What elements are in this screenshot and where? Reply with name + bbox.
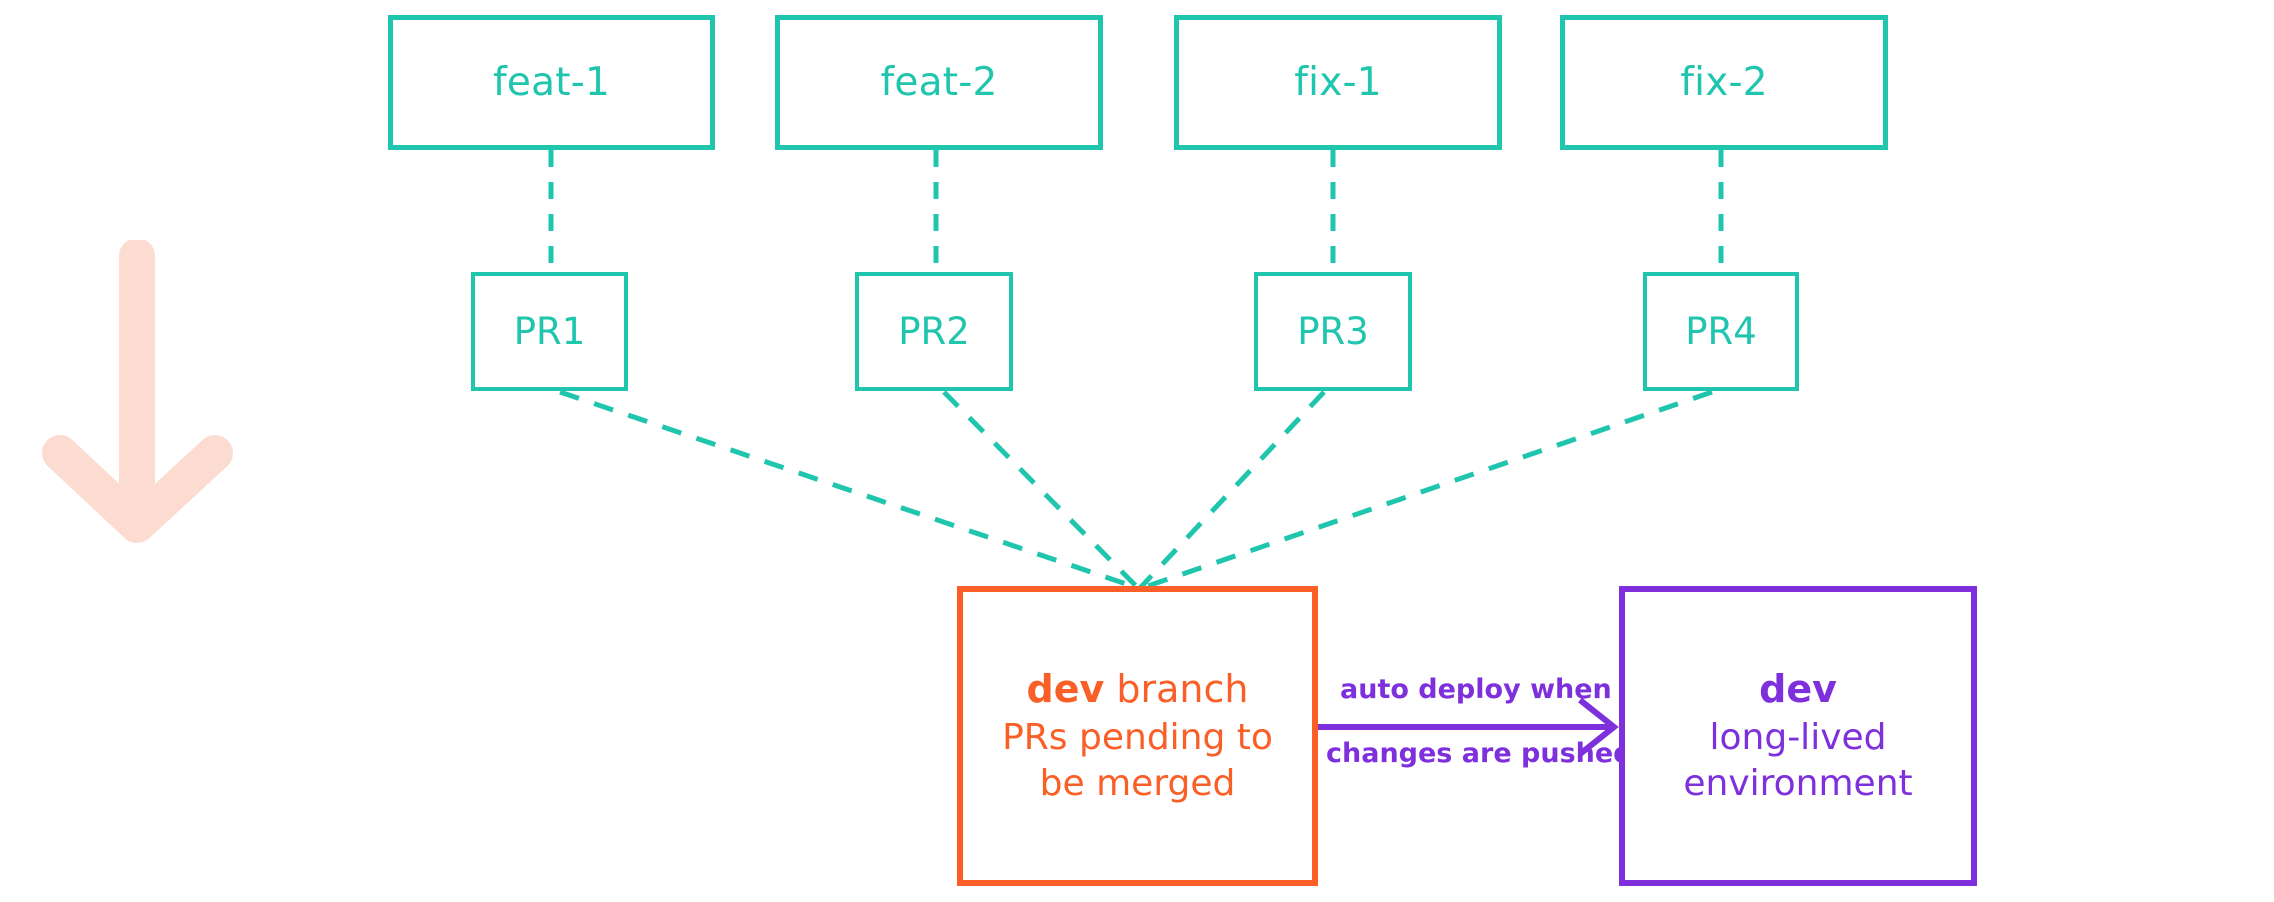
branch-box-feat-2[interactable]: feat-2: [775, 15, 1103, 150]
connector-pr1-to-dev-branch: [559, 389, 1139, 591]
connector-pr2-to-dev-branch: [942, 390, 1140, 590]
pull-request-box-pr3[interactable]: PR3: [1254, 272, 1412, 391]
dev-branch-box[interactable]: dev branch PRs pending to be merged: [957, 586, 1318, 886]
dev-branch-title-rest: branch: [1104, 666, 1249, 711]
branch-label: fix-2: [1680, 60, 1768, 105]
deploy-edge-label-below: changes are pushed: [1326, 738, 1633, 769]
connector-pr4-to-dev-branch: [1141, 389, 1713, 591]
downward-flow-arrow-icon: [42, 240, 233, 543]
dev-environment-box[interactable]: dev long-lived environment: [1619, 586, 1977, 886]
dev-environment-subtitle-line-1: long-lived: [1709, 717, 1887, 759]
deploy-edge-label-above: auto deploy when: [1340, 674, 1612, 705]
branch-box-fix-2[interactable]: fix-2: [1560, 15, 1888, 150]
dev-branch-subtitle-line-2: be merged: [1039, 763, 1236, 805]
pull-request-box-pr1[interactable]: PR1: [471, 272, 628, 391]
pull-request-box-pr2[interactable]: PR2: [855, 272, 1013, 391]
pull-request-label: PR2: [898, 310, 970, 353]
pull-request-label: PR4: [1685, 310, 1757, 353]
dev-branch-title-strong: dev: [1026, 666, 1105, 711]
pull-request-label: PR1: [513, 310, 586, 353]
pull-request-label: PR3: [1297, 310, 1369, 353]
branch-label: feat-2: [880, 60, 998, 105]
dev-environment-subtitle-line-2: environment: [1683, 763, 1913, 805]
connector-pr3-to-dev-branch: [1138, 390, 1326, 590]
dev-branch-title: dev branch: [1027, 665, 1249, 714]
branch-box-fix-1[interactable]: fix-1: [1174, 15, 1502, 150]
branch-label: fix-1: [1294, 60, 1382, 105]
pull-request-box-pr4[interactable]: PR4: [1643, 272, 1799, 391]
branch-box-feat-1[interactable]: feat-1: [388, 15, 715, 150]
dev-environment-title: dev: [1759, 666, 1837, 711]
dev-branch-subtitle-line-1: PRs pending to: [1002, 717, 1273, 759]
branch-label: feat-1: [492, 60, 610, 105]
